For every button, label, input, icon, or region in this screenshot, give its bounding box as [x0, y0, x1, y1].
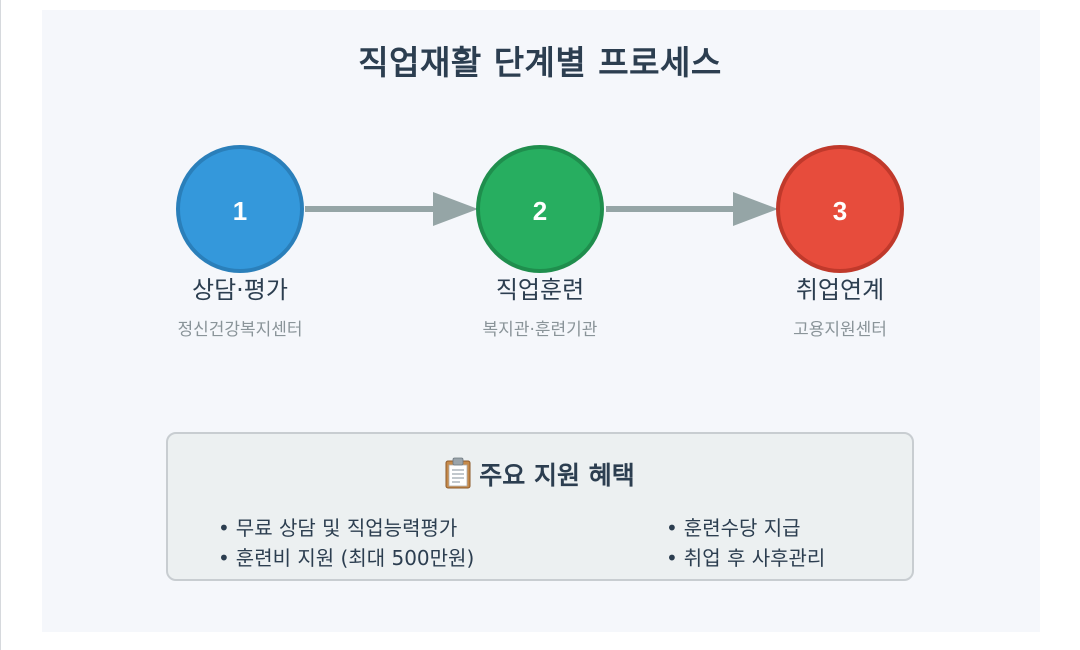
clipboard-icon: [445, 457, 471, 495]
benefit-item: •훈련비 지원 (최대 500만원): [218, 542, 474, 571]
benefit-item: •취업 후 사후관리: [666, 542, 825, 571]
bullet-icon: •: [666, 516, 678, 540]
step-2-number: 2: [533, 196, 547, 226]
benefit-item-text: 취업 후 사후관리: [683, 546, 826, 570]
bullet-icon: •: [218, 546, 230, 570]
benefits-heading: 주요 지원 혜택: [479, 461, 635, 490]
window-edge: [0, 0, 1, 650]
step-1-node: 1: [176, 145, 304, 273]
benefits-box: 주요 지원 혜택 •무료 상담 및 직업능력평가 •훈련수당 지급 •훈련비 지…: [166, 432, 914, 581]
benefit-item: •훈련수당 지급: [666, 512, 801, 541]
benefits-heading-row: 주요 지원 혜택: [168, 456, 912, 495]
benefit-item-text: 훈련수당 지급: [683, 516, 801, 540]
step-3-title: 취업연계: [795, 276, 885, 304]
benefit-item-text: 훈련비 지원 (최대 500만원): [235, 546, 475, 570]
step-2-title: 직업훈련: [495, 276, 585, 304]
bullet-icon: •: [218, 516, 230, 540]
step-1-title: 상담·평가: [192, 276, 288, 304]
step-2-node: 2: [476, 145, 604, 273]
step-3-subtitle: 고용지원센터: [793, 320, 887, 340]
benefit-item: •무료 상담 및 직업능력평가: [218, 512, 457, 541]
step-1-subtitle: 정신건강복지센터: [177, 320, 303, 340]
step-3-node: 3: [776, 145, 904, 273]
page-title: 직업재활 단계별 프로세스: [358, 43, 722, 82]
arrow-1-to-2: [305, 192, 478, 226]
benefit-item-text: 무료 상담 및 직업능력평가: [235, 516, 458, 540]
step-1-number: 1: [233, 196, 247, 226]
bullet-icon: •: [666, 546, 678, 570]
step-2-subtitle: 복지관·훈련기관: [482, 320, 598, 340]
arrow-2-to-3: [606, 192, 778, 226]
step-3-number: 3: [833, 196, 847, 226]
